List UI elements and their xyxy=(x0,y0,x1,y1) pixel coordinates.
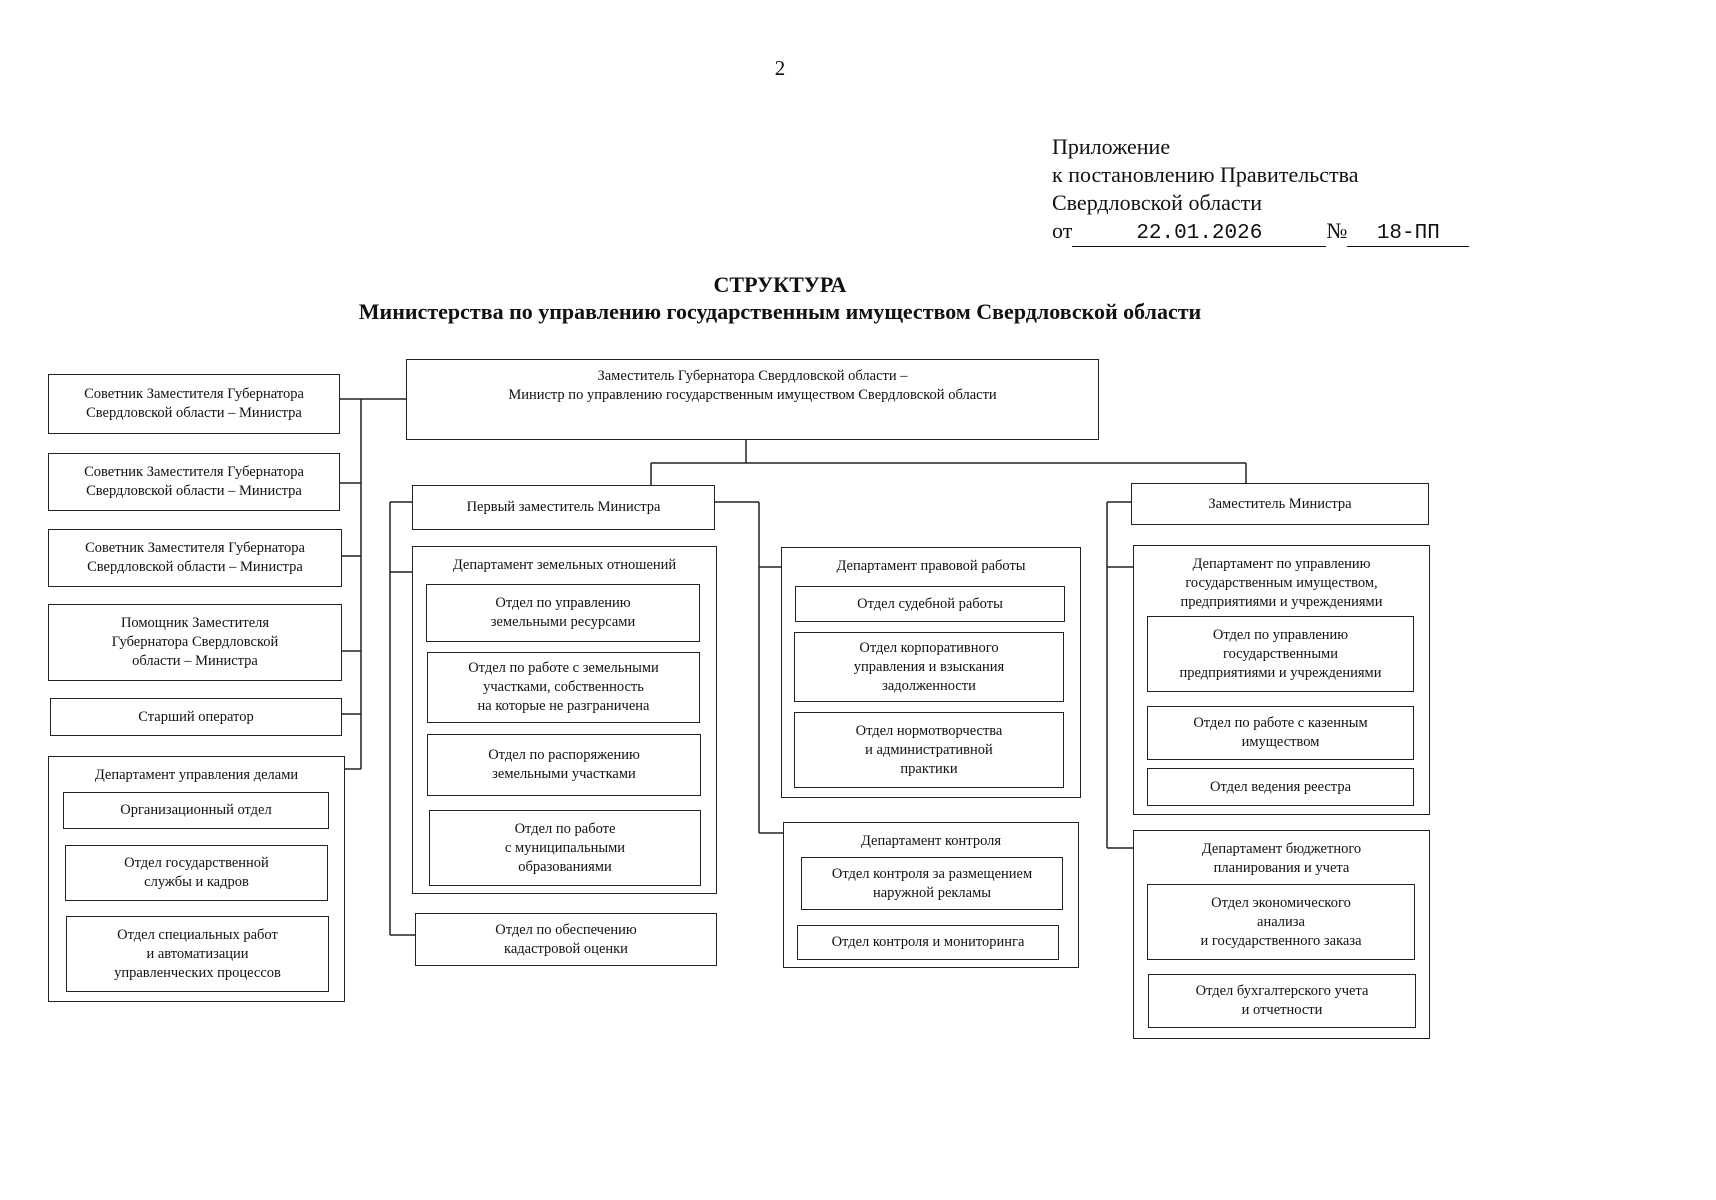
senior-operator-box: Старший оператор xyxy=(50,698,342,736)
land-unit-4: Отдел по работе с муниципальными образов… xyxy=(429,810,701,886)
budget-department: Департамент бюджетного планирования и уч… xyxy=(1133,830,1430,1039)
appendix-line-3: Свердловской области xyxy=(1052,190,1262,215)
land-department: Департамент земельных отношений xyxy=(412,546,717,894)
page-number: 2 xyxy=(774,56,786,80)
legal-unit-2: Отдел корпоративного управления и взыска… xyxy=(794,632,1064,702)
property-department: Департамент по управлению государственны… xyxy=(1133,545,1430,815)
legal-unit-1: Отдел судебной работы xyxy=(795,586,1065,622)
property-unit-3: Отдел ведения реестра xyxy=(1147,768,1414,806)
org-chart-connectors xyxy=(340,398,1247,936)
advisor-box-3: Советник Заместителя Губернатора Свердло… xyxy=(48,529,342,587)
land-unit-3: Отдел по распоряжению земельными участка… xyxy=(427,734,701,796)
cadastral-unit-box: Отдел по обеспечению кадастровой оценки xyxy=(415,913,717,966)
control-department: Департамент контроля xyxy=(783,822,1079,968)
advisor-box-2: Советник Заместителя Губернатора Свердло… xyxy=(48,453,340,511)
advisor-box-1: Советник Заместителя Губернатора Свердло… xyxy=(48,374,340,434)
land-department-title: Департамент земельных отношений xyxy=(452,557,677,573)
affairs-unit-2: Отдел государственной службы и кадров xyxy=(65,845,328,901)
minister-box: Заместитель Губернатора Свердловской обл… xyxy=(406,359,1099,440)
legal-department-title: Департамент правовой работы xyxy=(836,558,1026,574)
affairs-unit-1: Организационный отдел xyxy=(63,792,329,829)
control-unit-2: Отдел контроля и мониторинга xyxy=(797,925,1059,960)
property-unit-2: Отдел по работе с казенным имуществом xyxy=(1147,706,1414,760)
document-title: СТРУКТУРА xyxy=(713,272,847,297)
appendix-line-1: Приложение xyxy=(1052,134,1171,159)
number-prefix: № xyxy=(1326,218,1348,243)
affairs-department-title: Департамент управления делами xyxy=(94,767,299,783)
control-department-title: Департамент контроля xyxy=(860,833,1002,849)
document-number: 18-ПП xyxy=(1347,222,1470,247)
property-unit-1: Отдел по управлению государственными пре… xyxy=(1147,616,1414,692)
affairs-unit-3: Отдел специальных работ и автоматизации … xyxy=(66,916,329,992)
document-date: 22.01.2026 xyxy=(1072,222,1327,247)
legal-unit-3: Отдел нормотворчества и административной… xyxy=(794,712,1064,788)
budget-department-title: Департамент бюджетного планирования и уч… xyxy=(1201,841,1362,876)
deputy-minister-box: Заместитель Министра xyxy=(1131,483,1429,525)
budget-unit-2: Отдел бухгалтерского учета и отчетности xyxy=(1148,974,1416,1028)
appendix-block: Приложение к постановлению Правительства… xyxy=(1052,133,1470,247)
appendix-line-2: к постановлению Правительства xyxy=(1052,162,1359,187)
assistant-box: Помощник Заместителя Губернатора Свердло… xyxy=(48,604,342,681)
property-department-title: Департамент по управлению государственны… xyxy=(1180,556,1383,610)
first-deputy-box: Первый заместитель Министра xyxy=(412,485,715,530)
legal-department: Департамент правовой работы xyxy=(781,547,1081,798)
control-unit-1: Отдел контроля за размещением наружной р… xyxy=(801,857,1063,910)
document-subtitle: Министерства по управлению государственн… xyxy=(358,299,1202,324)
date-prefix: от xyxy=(1052,218,1073,243)
land-unit-2: Отдел по работе с земельными участками, … xyxy=(427,652,700,723)
affairs-department: Департамент управления делами xyxy=(48,756,345,1002)
budget-unit-1: Отдел экономического анализа и государст… xyxy=(1147,884,1415,960)
land-unit-1: Отдел по управлению земельными ресурсами xyxy=(426,584,700,642)
